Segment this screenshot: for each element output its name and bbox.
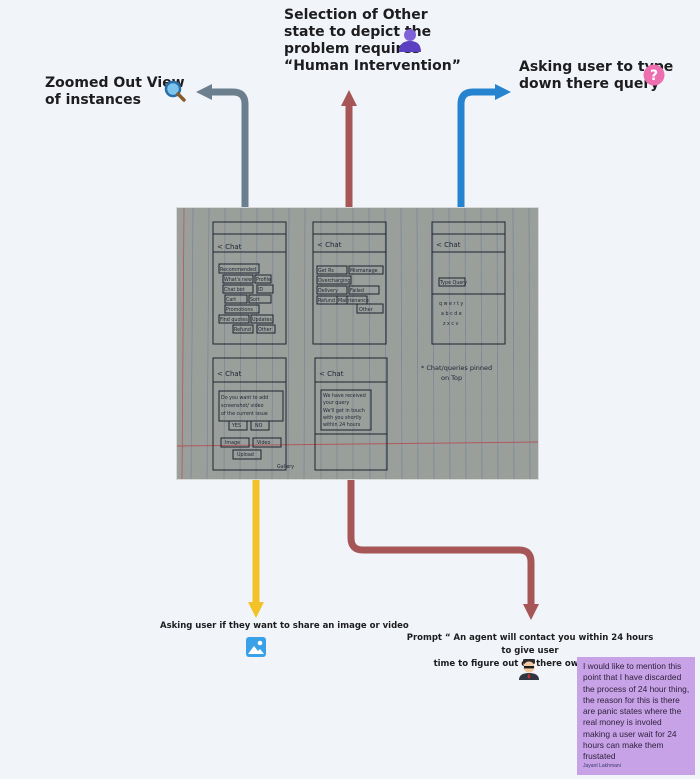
sketch-opt-1-5: ID xyxy=(258,287,263,293)
sketch-opt-2-8: Other xyxy=(359,307,373,313)
sketch-pinned-line2: on Top xyxy=(441,374,462,382)
sketch-opt-1-12: Refund xyxy=(234,327,251,333)
sketch-opt-1-7: Sort xyxy=(250,297,260,303)
sketch-opt-1-6: Cart xyxy=(226,297,236,303)
sketch-s5-line1: We have received xyxy=(323,393,366,399)
sketch-opt-2-3: Overcharging xyxy=(318,278,350,284)
label-agent-prompt-line1: Prompt “ An agent will contact you withi… xyxy=(406,633,654,656)
sketch-opt-1-8: Promotions xyxy=(226,307,253,313)
sketch-s4-image: Image xyxy=(225,440,240,446)
sketch-s4-line3: of the current issue xyxy=(221,411,268,417)
arrow-zoomed-out xyxy=(210,88,249,207)
sketch-s5-line5: within 24 hours xyxy=(323,422,361,428)
sketch-s4-gallery: Gallery xyxy=(277,464,294,470)
agent-person-icon xyxy=(519,659,539,680)
label-other-state-line2: state to depict the xyxy=(284,24,432,40)
sketch-s4-line1: Do you want to add xyxy=(221,395,268,401)
label-other-state-line3: problem requires xyxy=(284,41,421,57)
arrow-agent-prompt-head xyxy=(523,604,539,620)
sketch-keys-row3: z x c v xyxy=(443,322,459,327)
sketch-opt-1-4: Chat bot xyxy=(224,287,245,293)
question-mark-icon: ? xyxy=(643,64,665,86)
sketch-s5-line2: your query xyxy=(323,400,349,406)
sticky-note-author: Jayant Lakhmani xyxy=(583,762,621,769)
sketch-opt-1-11: Updates xyxy=(252,317,272,323)
magnifier-icon xyxy=(164,80,186,102)
sketch-keys-row2: a b c d e xyxy=(441,311,462,317)
sketch-keys-row1: q w e r t y xyxy=(439,301,463,307)
sketch-opt-2-7: Maintenance xyxy=(338,298,369,304)
sketch-opt-2-6: Refund xyxy=(318,298,335,304)
sketch-s4-video: Video xyxy=(257,440,271,446)
label-share-media: Asking user if they want to share an ima… xyxy=(160,621,409,631)
image-icon xyxy=(246,637,266,657)
sketch-s5-line4: with you shortly xyxy=(323,415,362,421)
label-type-query: Asking user to type down there query xyxy=(519,59,673,93)
sketch-s5-line3: We'll get in touch xyxy=(323,408,365,414)
sketch-chat-title-4: < Chat xyxy=(217,370,242,378)
sketch-drawing: < Chat < Chat < Chat < Chat < Chat Recom… xyxy=(177,208,538,479)
sketch-opt-2-1: Get Rs xyxy=(318,268,334,274)
sketch-pinned-line1: * Chat/queries pinned xyxy=(421,364,492,372)
label-type-query-line1: Asking user to type xyxy=(519,59,674,75)
svg-text:?: ? xyxy=(650,68,658,84)
label-zoomed-out: Zoomed Out View of instances xyxy=(45,75,185,109)
label-other-state-line1: Selection of Other xyxy=(284,7,428,23)
sketch-chat-title-1: < Chat xyxy=(217,243,242,251)
arrow-other-state-head xyxy=(341,90,357,106)
sketch-opt-1-1: Recommended xyxy=(220,267,256,273)
arrow-type-query-head xyxy=(495,84,511,100)
sticky-note: I would like to mention this point that … xyxy=(577,657,695,775)
sketch-opt-1-10: Find quotes xyxy=(220,317,248,323)
label-zoomed-out-line2: of instances xyxy=(45,92,141,108)
sketch-opt-2-2: Mismanage xyxy=(350,268,378,274)
sketch-s4-upload: Upload xyxy=(237,452,254,458)
sketch-chat-title-3: < Chat xyxy=(436,241,461,249)
arrow-zoomed-out-head xyxy=(196,84,212,100)
sketch-opt-1-13: Other xyxy=(258,327,272,333)
sketch-opt-2-5: Failed xyxy=(350,288,364,294)
sketch-opt-1-2: What's new xyxy=(224,277,252,283)
sketch-type-query-chip: Type Query xyxy=(439,280,467,286)
sketch-chat-title-5: < Chat xyxy=(319,370,344,378)
label-other-state: Selection of Other state to depict the p… xyxy=(284,7,461,75)
arrow-type-query xyxy=(457,88,496,207)
user-silhouette-icon xyxy=(399,29,421,52)
sketch-chat-title-2: < Chat xyxy=(317,241,342,249)
sketch-s4-no: NO xyxy=(255,423,263,429)
wireframe-sketch-photo: < Chat < Chat < Chat < Chat < Chat Recom… xyxy=(176,207,539,480)
sketch-s4-yes: YES xyxy=(231,423,241,429)
sketch-opt-1-3: Profile xyxy=(256,277,271,283)
arrow-agent-prompt xyxy=(347,480,535,604)
arrow-share-media-head xyxy=(248,602,264,618)
label-other-state-line4: “Human Intervention” xyxy=(284,58,461,74)
sketch-s4-line2: screenshot/ video xyxy=(221,403,264,409)
sticky-note-text: I would like to mention this point that … xyxy=(583,661,690,762)
label-type-query-line2: down there query xyxy=(519,76,660,92)
sketch-opt-2-4: Delivery xyxy=(318,288,338,294)
label-zoomed-out-line1: Zoomed Out View xyxy=(45,75,185,91)
